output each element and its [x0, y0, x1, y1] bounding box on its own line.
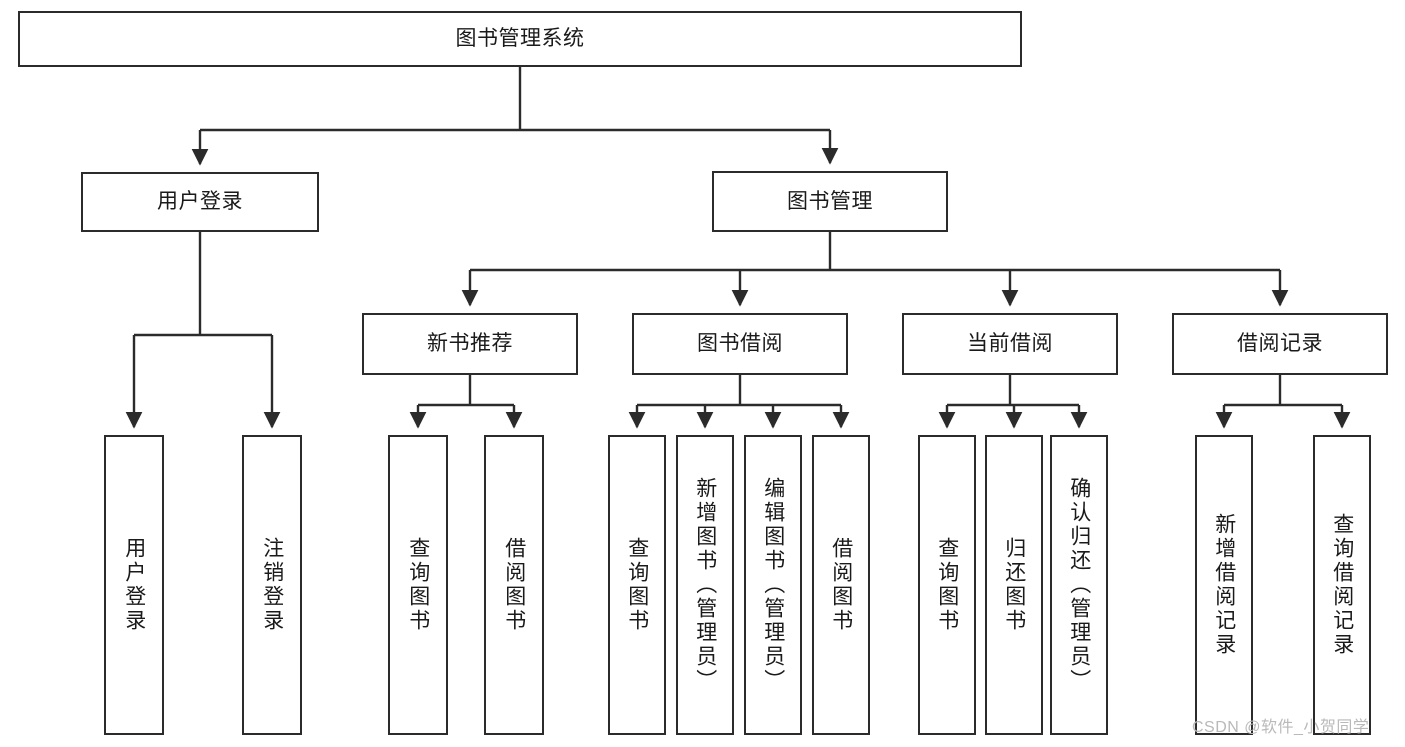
node-leaf-user-login-label: 用户登录	[122, 537, 146, 633]
node-leaf-borrow-book-1-label: 借阅图书	[502, 537, 526, 633]
node-new-book-rec[interactable]: 新书推荐	[362, 313, 578, 375]
csdn-watermark: CSDN @软件_小贺同学	[1192, 719, 1370, 736]
node-leaf-user-logout[interactable]: 注销登录	[242, 435, 302, 735]
node-book-borrow-label: 图书借阅	[697, 332, 783, 356]
node-leaf-query-book-1-label: 查询图书	[406, 537, 430, 633]
node-leaf-edit-book[interactable]: 编辑图书（管理员）	[744, 435, 802, 735]
node-new-book-rec-label: 新书推荐	[427, 332, 513, 356]
node-leaf-return-book[interactable]: 归还图书	[985, 435, 1043, 735]
node-leaf-query-book-2-label: 查询图书	[625, 537, 649, 633]
node-leaf-user-logout-label: 注销登录	[260, 537, 284, 633]
node-borrow-record-label: 借阅记录	[1237, 332, 1323, 356]
node-book-borrow[interactable]: 图书借阅	[632, 313, 848, 375]
node-leaf-query-record[interactable]: 查询借阅记录	[1313, 435, 1371, 735]
node-leaf-query-book-2[interactable]: 查询图书	[608, 435, 666, 735]
node-user-login-label: 用户登录	[157, 190, 243, 214]
node-leaf-borrow-book-2-label: 借阅图书	[829, 537, 853, 633]
node-leaf-return-book-label: 归还图书	[1002, 537, 1026, 633]
node-leaf-borrow-book-2[interactable]: 借阅图书	[812, 435, 870, 735]
node-leaf-query-book-1[interactable]: 查询图书	[388, 435, 448, 735]
node-leaf-query-record-label: 查询借阅记录	[1330, 513, 1354, 657]
node-leaf-query-book-3-label: 查询图书	[935, 537, 959, 633]
node-leaf-add-record[interactable]: 新增借阅记录	[1195, 435, 1253, 735]
node-book-manage[interactable]: 图书管理	[712, 171, 948, 232]
node-leaf-borrow-book-1[interactable]: 借阅图书	[484, 435, 544, 735]
node-borrow-record[interactable]: 借阅记录	[1172, 313, 1388, 375]
node-leaf-add-book[interactable]: 新增图书（管理员）	[676, 435, 734, 735]
node-book-manage-label: 图书管理	[787, 189, 873, 213]
node-current-borrow[interactable]: 当前借阅	[902, 313, 1118, 375]
node-root-label: 图书管理系统	[455, 27, 585, 51]
node-leaf-add-book-label: 新增图书（管理员）	[693, 477, 717, 693]
node-leaf-confirm-return[interactable]: 确认归还（管理员）	[1050, 435, 1108, 735]
node-leaf-add-record-label: 新增借阅记录	[1212, 513, 1236, 657]
node-user-login[interactable]: 用户登录	[81, 172, 319, 232]
node-root[interactable]: 图书管理系统	[18, 11, 1022, 67]
node-leaf-edit-book-label: 编辑图书（管理员）	[761, 477, 785, 693]
node-leaf-user-login[interactable]: 用户登录	[104, 435, 164, 735]
node-leaf-query-book-3[interactable]: 查询图书	[918, 435, 976, 735]
node-current-borrow-label: 当前借阅	[967, 332, 1053, 356]
node-leaf-confirm-return-label: 确认归还（管理员）	[1067, 477, 1091, 693]
